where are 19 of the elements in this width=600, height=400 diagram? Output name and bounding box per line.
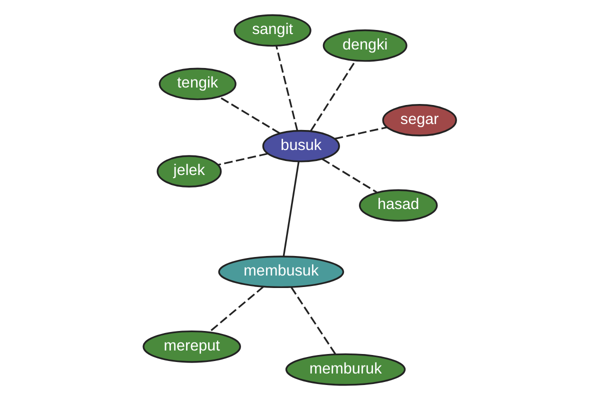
node-ellipse: hasad <box>358 189 438 222</box>
connector <box>218 152 268 166</box>
connector <box>334 126 388 140</box>
node-ellipse: segar <box>382 104 457 136</box>
connector <box>218 96 280 134</box>
node-ellipse: jelek <box>156 155 222 188</box>
connector <box>290 286 336 355</box>
connector <box>310 60 356 132</box>
node-ellipse: memburuk <box>285 353 406 386</box>
node-ellipse: mereput <box>142 330 241 363</box>
node-ellipse: tengik <box>158 68 236 100</box>
connector <box>322 158 378 193</box>
node-ellipse: membusuk <box>218 256 344 288</box>
connector <box>282 161 300 256</box>
connector <box>276 46 298 131</box>
node-ellipse: dengki <box>322 29 408 62</box>
node-ellipse: busuk <box>262 130 340 162</box>
connector <box>208 286 264 333</box>
node-ellipse: sangit <box>234 14 312 47</box>
